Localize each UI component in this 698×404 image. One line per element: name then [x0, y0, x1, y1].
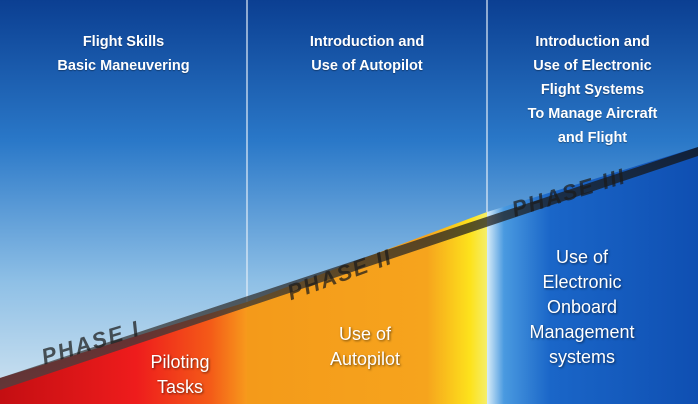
phase-1-heading: Flight Skills Basic Maneuvering	[57, 34, 190, 74]
phase-2-block	[247, 212, 487, 404]
phase-2-heading: Introduction and Use of Autopilot	[309, 34, 425, 74]
phase-3-block	[487, 147, 698, 404]
phase-band	[0, 147, 698, 390]
phase-3-description: Use of Electronic Onboard Management sys…	[529, 247, 635, 367]
phase-3-heading: Introduction and Use of Electronic Fligh…	[527, 34, 658, 146]
phase-1-description: Piloting Tasks	[150, 352, 210, 397]
phase-2-description: Use of Autopilot	[329, 324, 401, 369]
